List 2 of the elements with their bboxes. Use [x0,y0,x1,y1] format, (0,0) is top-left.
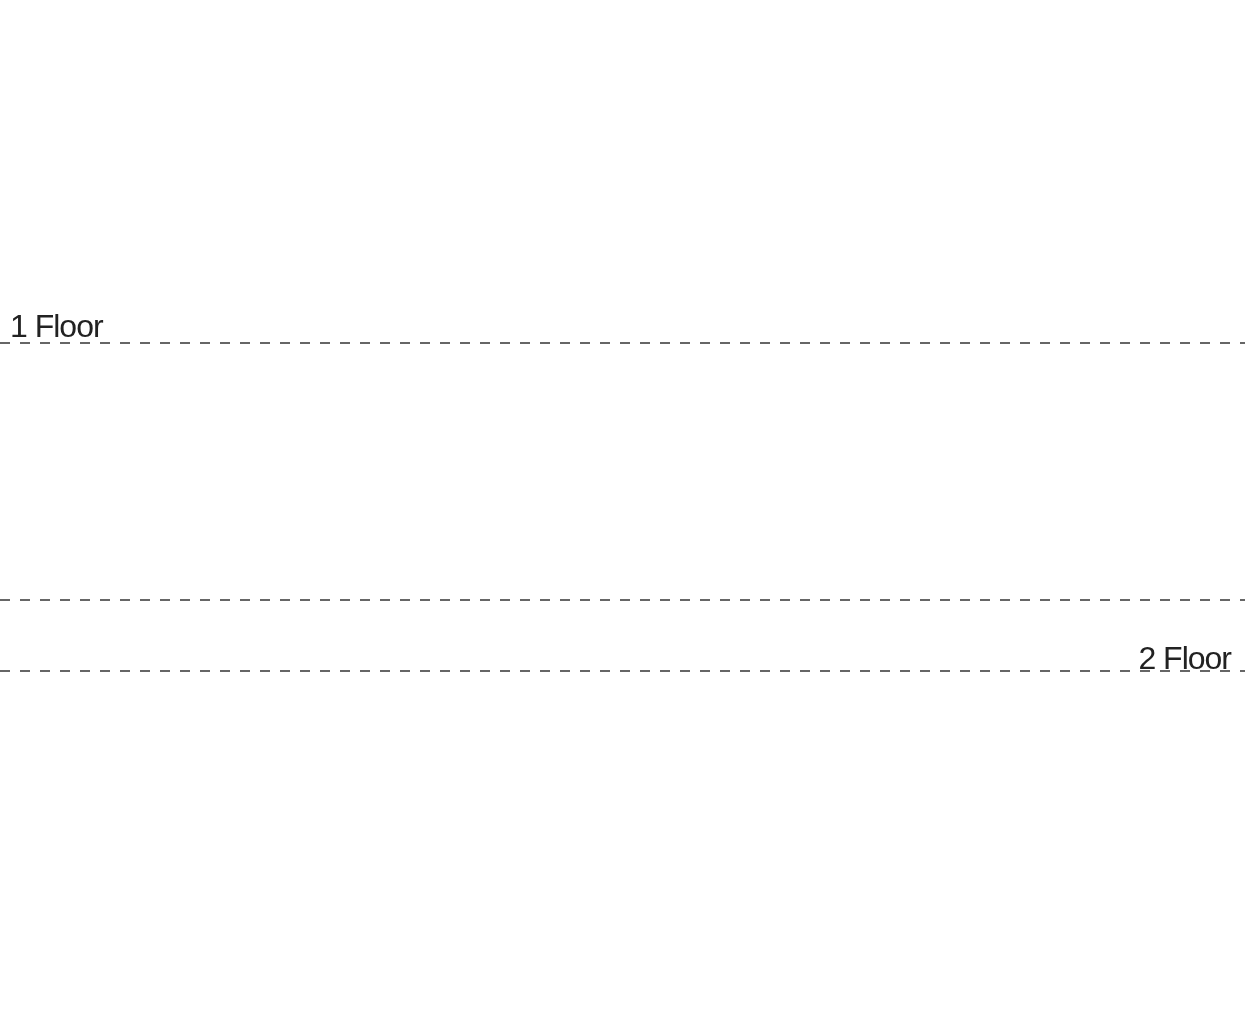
floor-label: 1 Floor [10,309,103,343]
floor-label: 2 Floor [1138,641,1231,675]
